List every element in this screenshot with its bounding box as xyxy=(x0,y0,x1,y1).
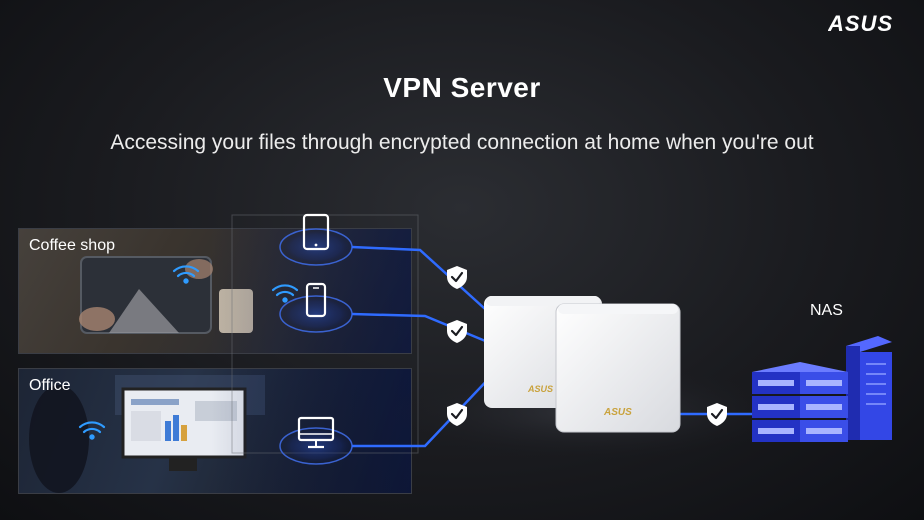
router-front: ASUS xyxy=(555,303,681,433)
tablet-icon xyxy=(302,213,330,251)
device-halo xyxy=(279,228,353,266)
router-logo: ASUS xyxy=(603,407,632,418)
coffee-shop-label: Coffee shop xyxy=(29,237,115,254)
vpn-links xyxy=(351,245,760,448)
link-tablet xyxy=(351,245,496,319)
shield-check-icon xyxy=(447,266,467,289)
page-subtitle: Accessing your files through encrypted c… xyxy=(110,131,814,154)
router-logo: ASUS xyxy=(527,384,553,394)
link-desktop xyxy=(352,371,496,448)
shield-check-icon xyxy=(447,320,467,343)
device-halo xyxy=(279,295,353,333)
office-label: Office xyxy=(29,377,71,394)
nas-icon xyxy=(752,336,892,442)
wifi-icon xyxy=(172,265,200,284)
logo-text: ASUS xyxy=(828,12,893,34)
shield-check-icon xyxy=(447,403,467,426)
wifi-icon xyxy=(78,421,106,440)
wifi-icon xyxy=(271,284,299,303)
asus-logo: ASUS xyxy=(827,11,912,39)
smartphone-icon xyxy=(305,282,327,318)
nas-label: NAS xyxy=(810,302,843,319)
page-title: VPN Server xyxy=(383,72,541,103)
shield-check-icon xyxy=(707,403,727,426)
link-phone xyxy=(351,312,496,347)
desktop-icon xyxy=(297,416,335,449)
